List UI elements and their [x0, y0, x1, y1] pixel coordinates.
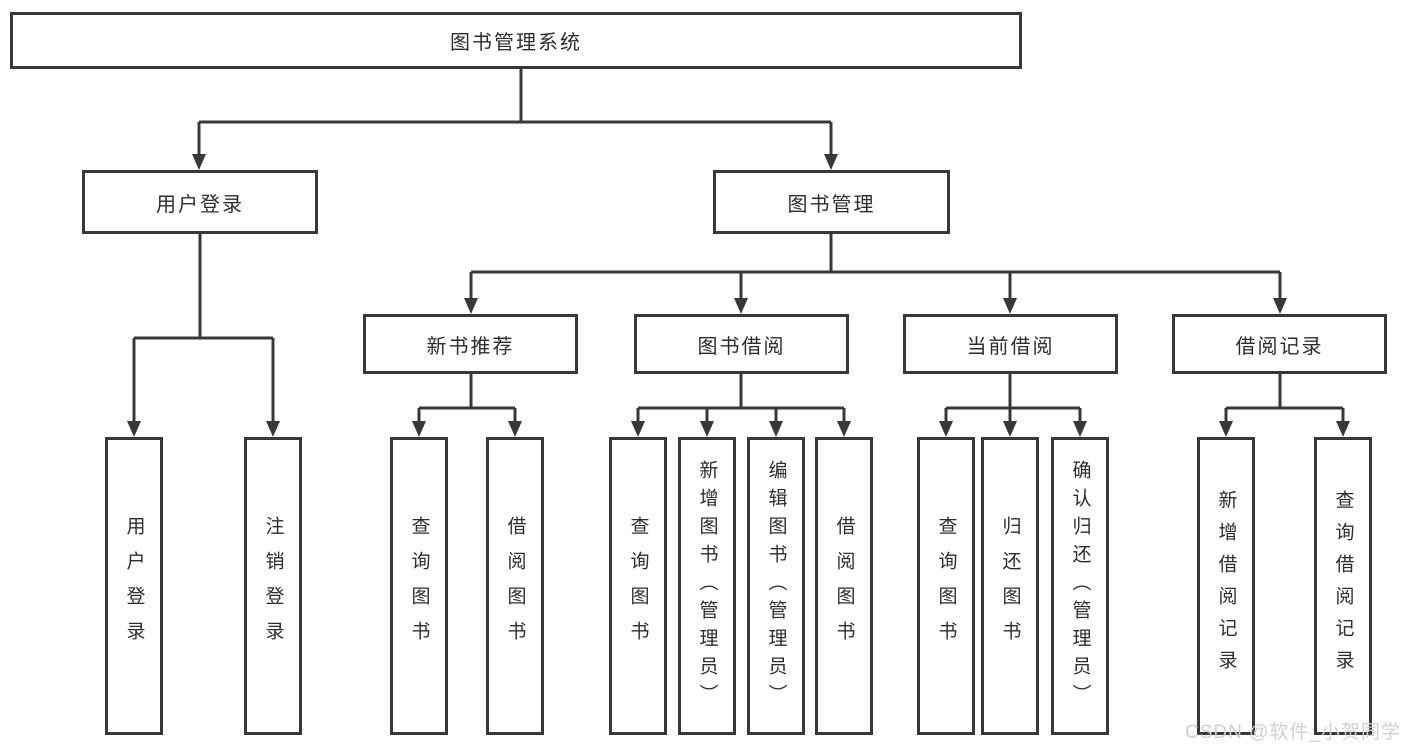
- arrowhead: [631, 421, 645, 437]
- connector-borrow-to-leaves: [631, 374, 851, 437]
- arrowhead: [1219, 421, 1233, 437]
- node-label: 用户登录: [156, 193, 244, 216]
- leaf-label: 确认归还（管理员）: [1069, 460, 1091, 712]
- arrowhead: [127, 421, 141, 437]
- leaf-label: 新增图书（管理员）: [696, 460, 718, 712]
- node-label: 借阅记录: [1235, 335, 1324, 358]
- leaf-borrowing-edit-books-admin: 编辑图书（管理员）: [747, 437, 805, 735]
- node-label: 图书借阅: [697, 335, 786, 358]
- node-current-borrowing: 当前借阅: [903, 314, 1118, 374]
- leaf-label: 查询借阅记录: [1332, 490, 1354, 682]
- leaf-current-return-books: 归还图书: [981, 437, 1039, 735]
- leaf-label: 查询图书: [935, 516, 957, 656]
- arrowhead: [192, 154, 206, 170]
- leaf-label: 用户登录: [123, 516, 145, 656]
- leaf-borrowing-borrow-books: 借阅图书: [815, 437, 873, 735]
- connector-root-to-branches: [192, 69, 838, 170]
- connector-recommend-to-leaves: [412, 374, 522, 437]
- leaf-label: 注销登录: [262, 516, 284, 656]
- arrowhead: [464, 298, 478, 314]
- arrowhead: [1336, 421, 1350, 437]
- arrowhead: [939, 421, 953, 437]
- leaf-label: 新增借阅记录: [1215, 490, 1237, 682]
- connector-current-to-leaves: [939, 374, 1087, 437]
- leaf-label: 查询图书: [627, 516, 649, 656]
- leaf-recommend-query-books: 查询图书: [390, 437, 448, 735]
- connector-user-login-to-leaves: [127, 234, 280, 437]
- arrowhead: [1003, 298, 1017, 314]
- leaf-label: 编辑图书（管理员）: [765, 460, 787, 712]
- leaf-label: 借阅图书: [504, 516, 526, 656]
- arrowhead: [1003, 421, 1017, 437]
- node-borrowing-records: 借阅记录: [1172, 314, 1387, 374]
- connector-records-to-leaves: [1219, 374, 1350, 437]
- leaf-borrowing-query-books: 查询图书: [609, 437, 667, 735]
- arrowhead: [700, 421, 714, 437]
- node-label: 图书管理系统: [450, 32, 582, 54]
- csdn-watermark: CSDN @软件_小贺同学: [1185, 722, 1401, 743]
- node-label: 图书管理: [787, 193, 876, 216]
- leaf-borrowing-add-books-admin: 新增图书（管理员）: [678, 437, 736, 735]
- leaf-current-query-books: 查询图书: [917, 437, 975, 735]
- leaf-label: 借阅图书: [833, 516, 855, 656]
- leaf-label: 查询图书: [408, 516, 430, 656]
- leaf-records-query-record: 查询借阅记录: [1314, 437, 1372, 735]
- node-label: 当前借阅: [966, 335, 1055, 358]
- arrowhead: [837, 421, 851, 437]
- arrowhead: [266, 421, 280, 437]
- leaf-user-login: 用户登录: [105, 437, 163, 735]
- connector-book-mgmt-to-sections: [464, 234, 1287, 314]
- arrowhead: [734, 298, 748, 314]
- arrowhead: [824, 154, 838, 170]
- arrowhead: [412, 421, 426, 437]
- node-book-borrowing: 图书借阅: [634, 314, 849, 374]
- arrowhead: [1273, 298, 1287, 314]
- leaf-logout: 注销登录: [244, 437, 302, 735]
- arrowhead: [769, 421, 783, 437]
- node-label: 新书推荐: [426, 335, 515, 358]
- arrowhead: [508, 421, 522, 437]
- leaf-current-confirm-return-admin: 确认归还（管理员）: [1051, 437, 1109, 735]
- leaf-label: 归还图书: [999, 516, 1021, 656]
- node-book-management: 图书管理: [713, 170, 950, 234]
- leaf-records-add-record: 新增借阅记录: [1197, 437, 1255, 735]
- node-new-book-recommend: 新书推荐: [363, 314, 578, 374]
- node-library-management-system: 图书管理系统: [10, 12, 1022, 69]
- arrowhead: [1073, 421, 1087, 437]
- leaf-recommend-borrow-books: 借阅图书: [486, 437, 544, 735]
- node-user-login: 用户登录: [82, 170, 318, 234]
